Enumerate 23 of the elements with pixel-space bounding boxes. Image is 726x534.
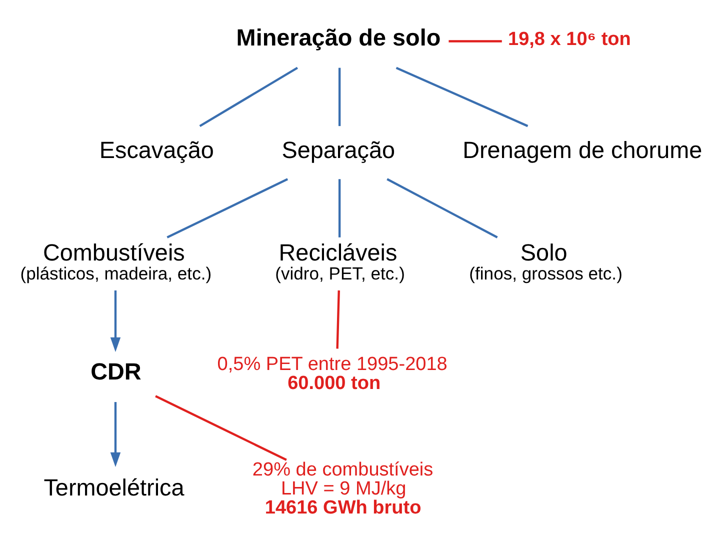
connector bbox=[336, 290, 340, 348]
node-text: Separação bbox=[282, 136, 396, 163]
connector bbox=[386, 178, 498, 238]
node-text: 29% de combustíveis LHV = 9 MJ/kg 14616 GWh bruto bbox=[252, 458, 434, 518]
connector bbox=[338, 178, 341, 237]
node-text: Combustíveis (plásticos, madeira, etc.) bbox=[20, 239, 212, 283]
connector bbox=[155, 394, 287, 460]
node-text: Escavação bbox=[99, 136, 214, 163]
node-text: Solo (finos, grossos etc.) bbox=[469, 239, 622, 283]
connector bbox=[199, 66, 298, 126]
connector bbox=[166, 178, 288, 238]
node-text: 19,8 x 10⁶ ton bbox=[508, 28, 631, 50]
node-text: Mineração de solo bbox=[236, 24, 441, 50]
connector bbox=[338, 67, 341, 126]
node-text: Termoelétrica bbox=[44, 474, 184, 500]
connector bbox=[396, 66, 528, 127]
arrow bbox=[110, 290, 121, 352]
node-text: 0,5% PET entre 1995-2018 60.000 ton bbox=[217, 353, 448, 394]
node-text: CDR bbox=[90, 358, 142, 384]
arrow bbox=[110, 402, 121, 467]
node-text: Recicláveis (vidro, PET, etc.) bbox=[275, 239, 405, 283]
connector bbox=[448, 40, 502, 42]
node-text: Drenagem de chorume bbox=[462, 136, 702, 163]
